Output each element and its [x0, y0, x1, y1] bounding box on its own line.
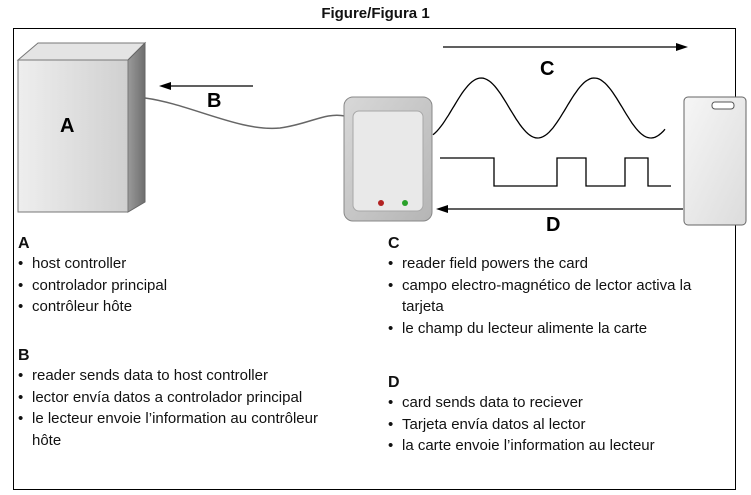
section-b: B reader sends data to host controller l…	[18, 347, 373, 451]
section-c-item: campo electro-magnético de lector activa…	[388, 275, 737, 318]
diagram-label-c: C	[540, 58, 554, 80]
led-red	[378, 200, 384, 206]
section-d-item: la carte envoie l’information au lecteur	[388, 435, 738, 457]
arrow-b	[159, 82, 253, 90]
section-d-item: Tarjeta envía datos al lector	[388, 414, 738, 436]
section-a: A host controller controlador principal …	[18, 235, 363, 318]
section-a-heading: A	[18, 235, 30, 252]
section-b-item: lector envía datos a controlador princip…	[18, 387, 373, 409]
section-a-item: contrôleur hôte	[18, 296, 363, 318]
section-b-heading: B	[18, 347, 30, 364]
square-wave	[440, 157, 671, 187]
figure-title: Figure/Figura 1	[321, 5, 430, 22]
diagram-label-b: B	[207, 90, 221, 112]
led-green	[402, 200, 408, 206]
host-controller-box	[16, 41, 147, 213]
arrow-c	[443, 43, 688, 51]
arrow-d	[436, 205, 683, 213]
section-d: D card sends data to reciever Tarjeta en…	[388, 374, 738, 457]
reader-device	[343, 96, 433, 222]
section-c-item: le champ du lecteur alimente la carte	[388, 318, 738, 340]
section-b-item: le lecteur envoie l’information au contr…	[18, 408, 332, 451]
section-c: C reader field powers the card campo ele…	[388, 235, 738, 339]
sine-wave	[432, 77, 666, 139]
section-c-heading: C	[388, 235, 400, 252]
section-d-heading: D	[388, 374, 400, 391]
section-c-item: reader field powers the card	[388, 253, 738, 275]
diagram-label-d: D	[546, 214, 560, 236]
section-d-item: card sends data to reciever	[388, 392, 738, 414]
card	[683, 96, 747, 226]
cable	[144, 97, 346, 130]
diagram-label-a: A	[60, 115, 74, 137]
section-b-item: reader sends data to host controller	[18, 365, 373, 387]
section-a-item: controlador principal	[18, 275, 363, 297]
section-a-item: host controller	[18, 253, 363, 275]
